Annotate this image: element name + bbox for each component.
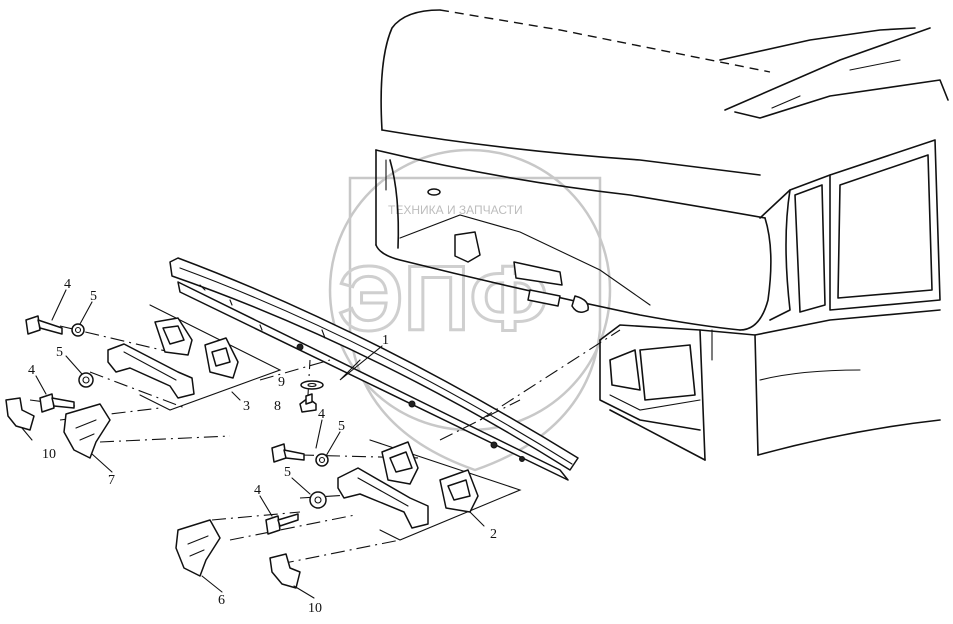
watermark-top-text: ТЕХНИКА И ЗАПЧАСТИ — [388, 203, 523, 217]
callout-5-center: 5 — [338, 419, 345, 434]
left-fasteners — [25, 315, 94, 413]
callout-9: 9 — [278, 375, 285, 390]
callout-3: 3 — [243, 399, 250, 414]
callout-7: 7 — [108, 473, 115, 488]
callout-4-top-left: 4 — [64, 277, 71, 292]
left-clamps — [5, 397, 111, 459]
truck-cab — [375, 9, 949, 461]
callout-6: 6 — [218, 593, 225, 608]
callout-2: 2 — [490, 527, 497, 542]
right-fasteners — [265, 443, 329, 535]
callout-5-mid-left: 5 — [56, 345, 63, 360]
callout-4-right: 4 — [254, 483, 261, 498]
callout-4-mid-left: 4 — [28, 363, 35, 378]
callout-10-left: 10 — [42, 447, 56, 462]
callout-leaders — [21, 289, 485, 599]
bracket-assembly-part-2 — [337, 439, 522, 541]
callout-labels: 1 2 3 4 4 4 4 5 5 5 5 6 7 8 9 10 10 — [28, 277, 497, 616]
callout-5-top-left: 5 — [90, 289, 97, 304]
callout-1: 1 — [382, 333, 389, 348]
front-bar-part-1 — [169, 257, 579, 481]
callout-10-right: 10 — [308, 601, 322, 616]
bracket-assembly-part-3 — [107, 304, 282, 411]
center-fasteners — [299, 380, 324, 413]
watermark-shield: ТЕХНИКА И ЗАПЧАСТИ ЭПФ — [328, 148, 612, 472]
callout-5-right: 5 — [284, 465, 291, 480]
callout-4-center: 4 — [318, 407, 325, 422]
callout-8: 8 — [274, 399, 281, 414]
right-clamps — [175, 519, 301, 589]
